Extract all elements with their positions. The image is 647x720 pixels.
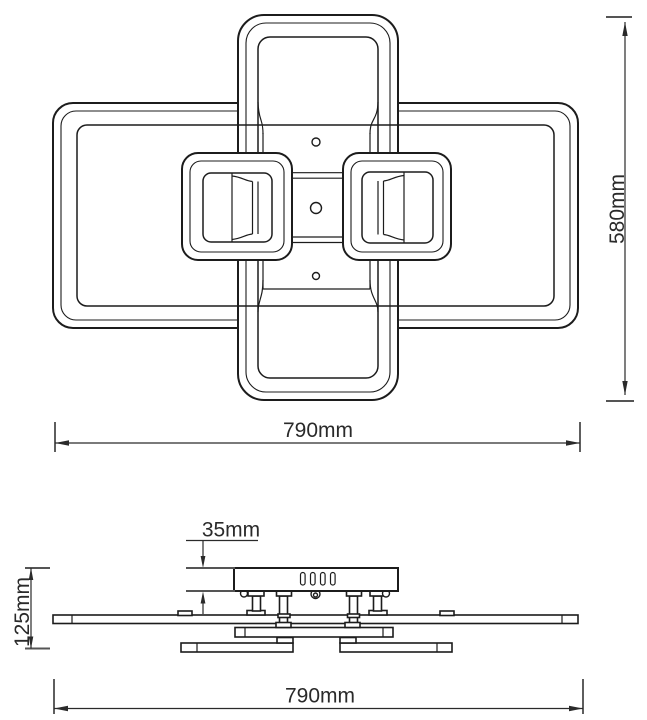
- dim-label-side-width: 790mm: [285, 685, 355, 708]
- dim-top-width: 790mm: [54, 419, 581, 452]
- mounting-hole-bottom: [311, 271, 321, 281]
- arrowhead-down: [28, 636, 34, 649]
- arm-clip-left: [177, 610, 193, 617]
- outer-post-left-shaft: [251, 595, 262, 612]
- side-view: 35mm 125mm 790mm: [11, 519, 584, 714]
- right-inner-frame: [342, 152, 452, 261]
- right-inner-frame-highlight: [350, 160, 444, 253]
- arm-clip-right: [439, 610, 455, 617]
- center-bar: [234, 626, 394, 638]
- spacer-left: [276, 636, 294, 644]
- mounting-holes: [309, 137, 323, 281]
- dim-label-top-height: 580mm: [606, 174, 629, 244]
- vent-slots: [299, 571, 336, 586]
- dim-label-top-width: 790mm: [283, 419, 353, 442]
- outer-post-right-shaft: [372, 595, 383, 612]
- right-inner-frame-opening: [361, 171, 434, 244]
- arrowhead-down: [622, 381, 628, 395]
- dim-side-canopy: 35mm: [186, 519, 260, 614]
- arrowhead-up: [28, 568, 34, 580]
- arrowhead-up: [200, 591, 206, 604]
- dim-side-height: 125mm: [11, 567, 50, 650]
- dim-label-side-height: 125mm: [11, 577, 34, 647]
- lower-arms: [180, 636, 453, 653]
- connector-bars: [290, 172, 344, 244]
- inner-post-left-ring: [277, 613, 291, 619]
- left-inner-frame: [181, 152, 293, 261]
- inner-post-right-ring: [346, 613, 361, 619]
- left-frame-ribbon-detail: [231, 173, 259, 242]
- right-frame-ribbon-detail: [377, 172, 405, 243]
- left-inner-frame-highlight: [189, 160, 285, 253]
- mounting-hole-top: [311, 137, 321, 147]
- main-arm-bar: [52, 614, 579, 625]
- dim-top-height: 580mm: [606, 16, 634, 402]
- arrowhead-up: [622, 22, 628, 36]
- spacer-right: [339, 636, 357, 644]
- arrowhead-left: [54, 705, 68, 712]
- horizontal-frame-opening: [76, 124, 555, 307]
- canopy-box: [233, 567, 399, 592]
- lower-arm-left: [180, 642, 294, 653]
- dim-side-width: 790mm: [53, 679, 584, 714]
- posts: [246, 590, 388, 629]
- inner-post-right-foot: [344, 621, 361, 629]
- inner-post-left-shaft: [278, 595, 289, 624]
- arrowhead-left: [55, 440, 69, 446]
- top-view: 790mm 580mm: [52, 14, 634, 452]
- left-inner-frame-opening: [202, 172, 273, 243]
- inner-post-left-foot: [275, 621, 292, 629]
- arrowhead-right: [569, 705, 583, 712]
- screw-center-inner: [312, 592, 319, 598]
- main-arm: [52, 610, 579, 625]
- canopy-body: [233, 567, 399, 592]
- dim-label-canopy: 35mm: [202, 519, 260, 542]
- inner-post-right-shaft: [348, 595, 359, 624]
- center-bar-body: [234, 626, 394, 638]
- arrowhead-right: [566, 440, 580, 446]
- mounting-hole-middle: [309, 201, 323, 215]
- lower-arm-right: [339, 642, 453, 653]
- arrowhead-down: [200, 556, 206, 568]
